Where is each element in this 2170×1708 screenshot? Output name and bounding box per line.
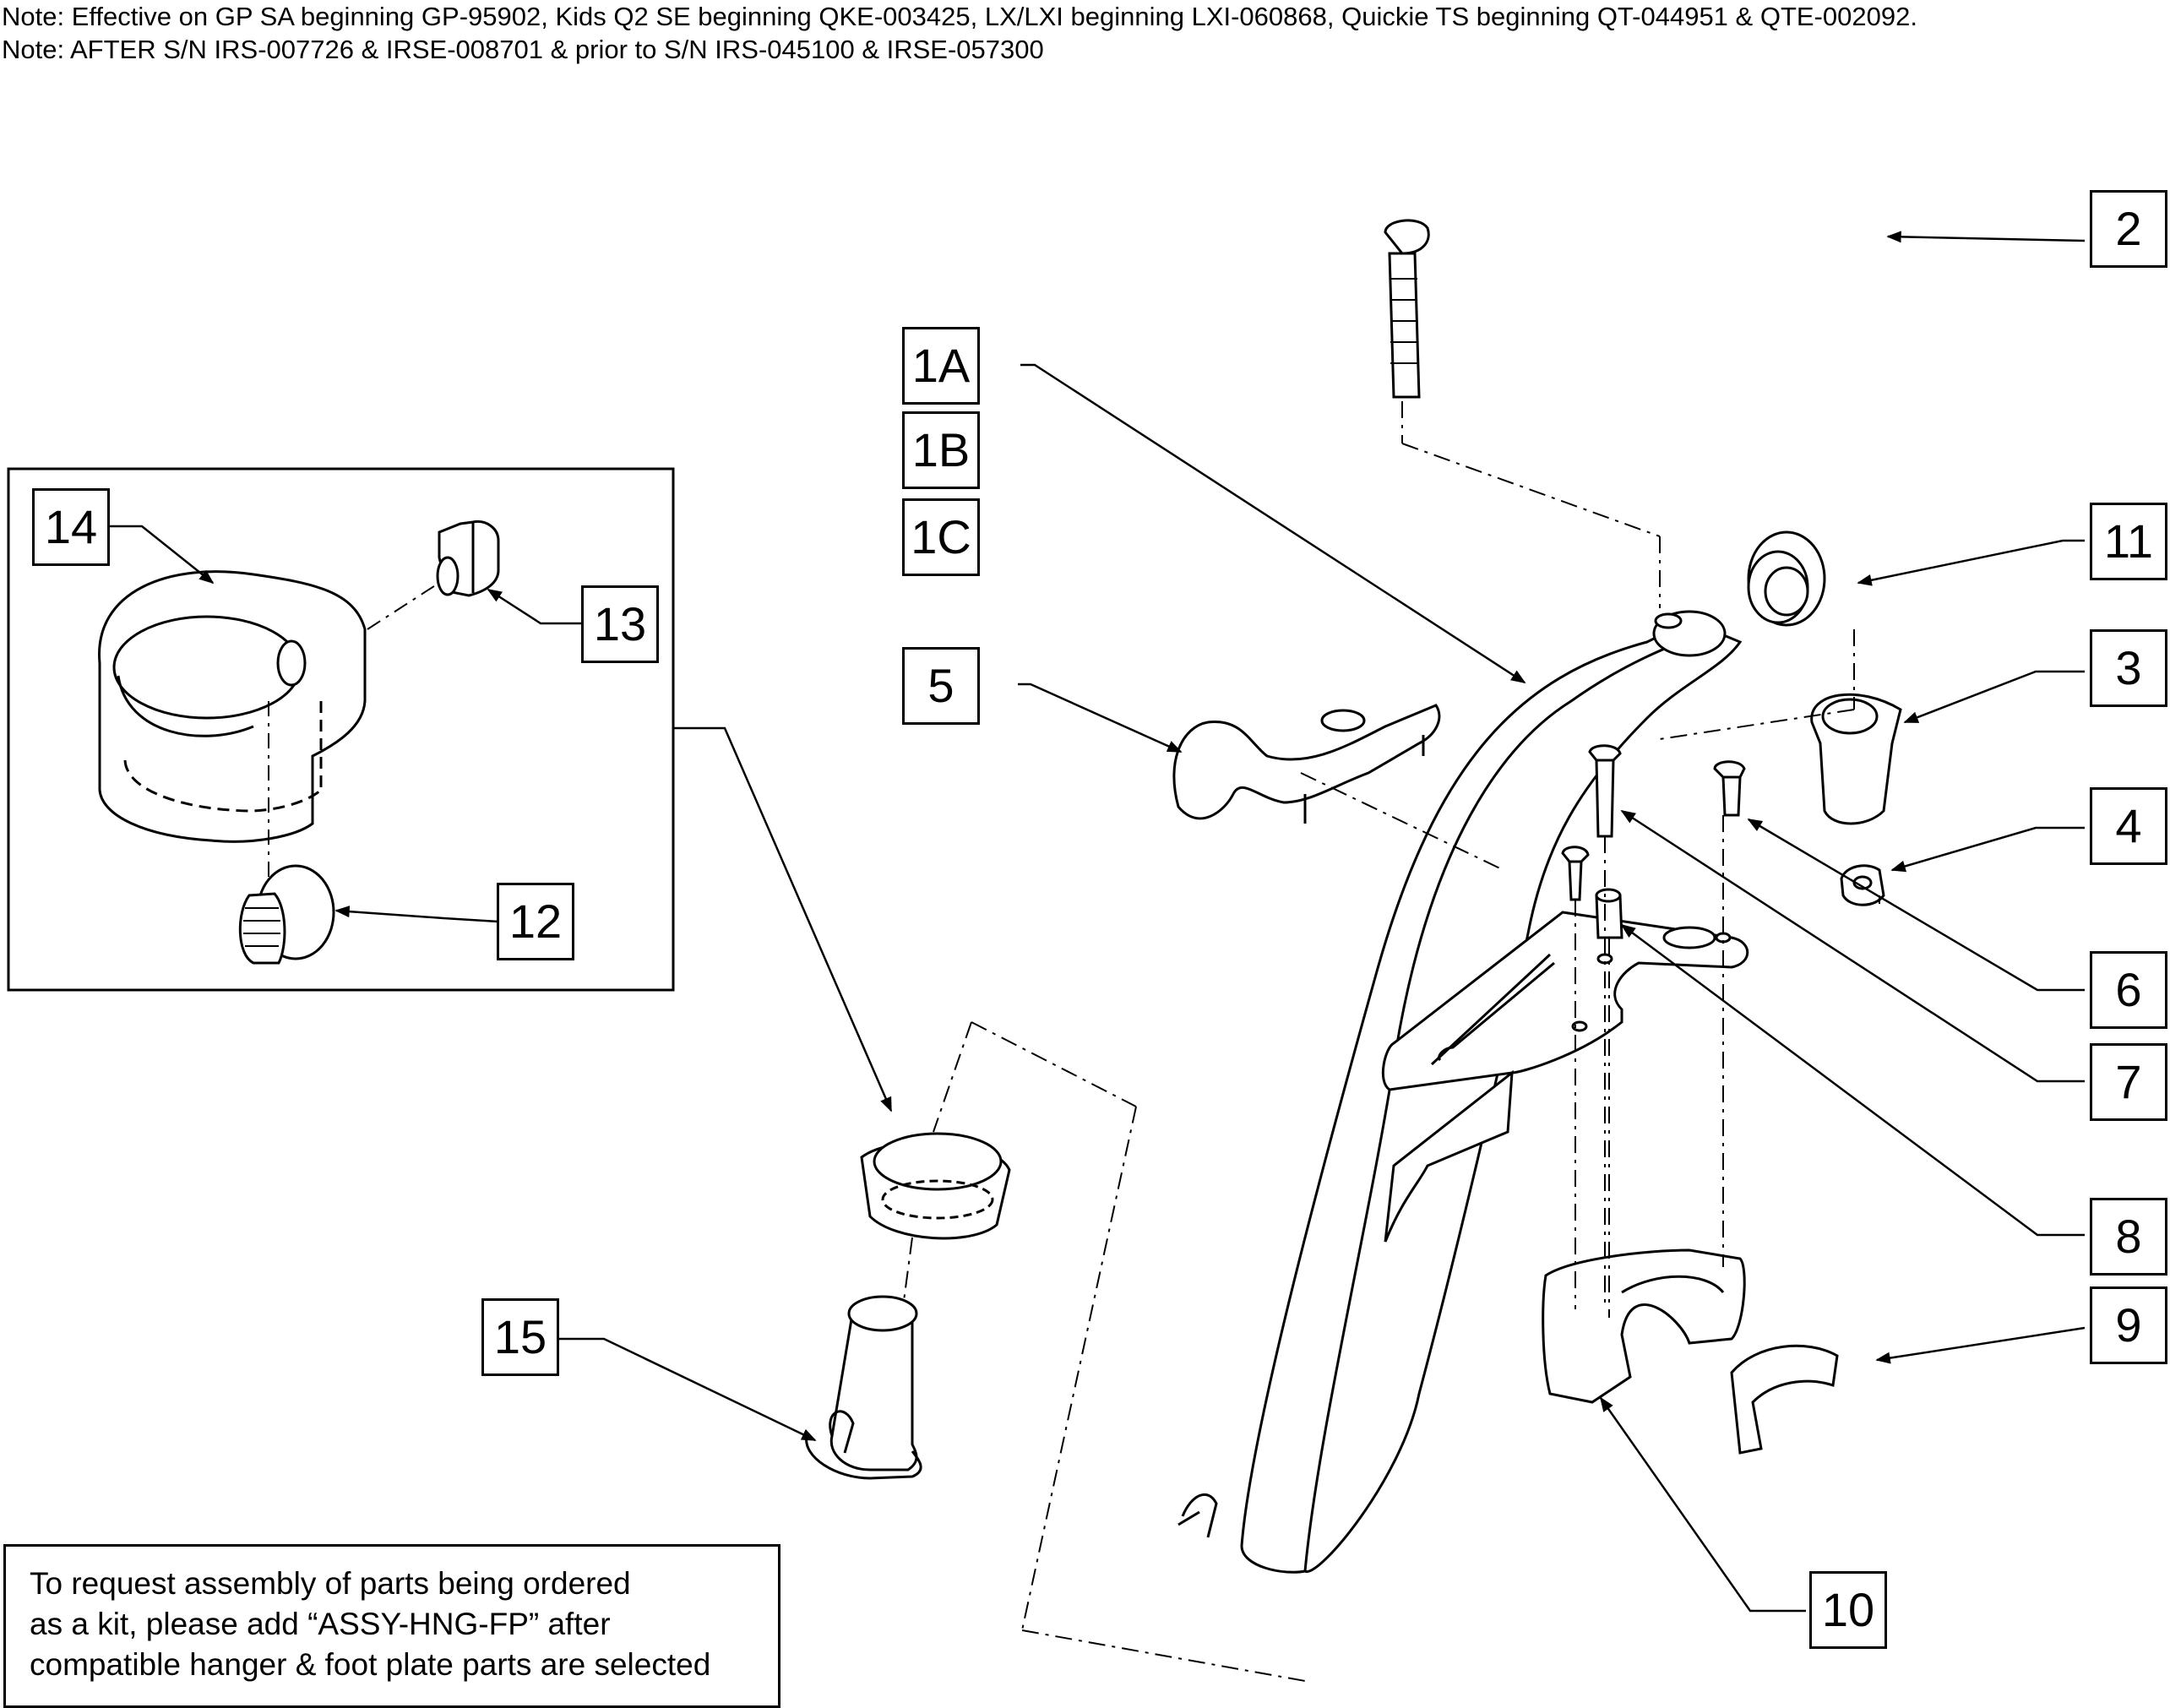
callout-7: 7 bbox=[2090, 1043, 2167, 1121]
part-4-nut bbox=[1840, 864, 1885, 906]
kit-request-note: To request assembly of parts being order… bbox=[3, 1544, 780, 1708]
part-15-cap bbox=[860, 1132, 1011, 1240]
part-2-bolt bbox=[1384, 219, 1430, 399]
part-14-clamp-ring bbox=[98, 570, 367, 843]
assembly-guide-lines bbox=[903, 401, 1880, 1682]
note-line-1: Note: Effective on GP SA beginning GP-95… bbox=[2, 2, 1917, 31]
part-8-screw-spacer bbox=[1561, 846, 1623, 939]
callout-14: 14 bbox=[32, 488, 110, 566]
callout-12: 12 bbox=[497, 883, 574, 960]
callout-15: 15 bbox=[481, 1298, 559, 1376]
part-hanger-plate bbox=[1381, 911, 1749, 1243]
part-9-clip bbox=[1730, 1344, 1839, 1455]
inset-centerline-13 bbox=[367, 582, 440, 630]
callout-11: 11 bbox=[2090, 503, 2167, 580]
callout-1A: 1A bbox=[902, 327, 980, 405]
callout-6: 6 bbox=[2090, 951, 2167, 1029]
part-6-screw bbox=[1713, 760, 1746, 817]
part-7-screw bbox=[1588, 744, 1622, 838]
callout-1C: 1C bbox=[902, 498, 980, 576]
kit-note-line-1: To request assembly of parts being order… bbox=[30, 1566, 631, 1601]
callout-3: 3 bbox=[2090, 629, 2167, 707]
callout-10: 10 bbox=[1809, 1571, 1887, 1649]
kit-note-line-3: compatible hanger & foot plate parts are… bbox=[30, 1647, 711, 1682]
part-3-bushing bbox=[1810, 693, 1902, 825]
callout-9: 9 bbox=[2090, 1286, 2167, 1364]
callout-1B: 1B bbox=[902, 411, 980, 489]
kit-note-line-2: as a kit, please add “ASSY-HNG-FP” after bbox=[30, 1607, 611, 1641]
callout-8: 8 bbox=[2090, 1198, 2167, 1276]
note-line-2: Note: AFTER S/N IRS-007726 & IRSE-008701… bbox=[2, 35, 1044, 64]
part-11-spacer bbox=[1747, 530, 1826, 627]
part-10-clamp bbox=[1542, 1248, 1746, 1404]
callout-13: 13 bbox=[581, 585, 659, 663]
callout-5: 5 bbox=[902, 647, 980, 725]
inset-detail-frame bbox=[7, 467, 675, 992]
callout-2: 2 bbox=[2090, 190, 2167, 268]
part-5-heel-loop bbox=[1172, 704, 1441, 824]
header-notes: Note: Effective on GP SA beginning GP-95… bbox=[2, 0, 2164, 66]
part-13-pin bbox=[436, 519, 500, 597]
part-15-sleeve bbox=[805, 1295, 922, 1480]
leader-lines bbox=[108, 231, 2086, 1613]
callout-4: 4 bbox=[2090, 787, 2167, 865]
part-12-plug bbox=[238, 864, 335, 965]
